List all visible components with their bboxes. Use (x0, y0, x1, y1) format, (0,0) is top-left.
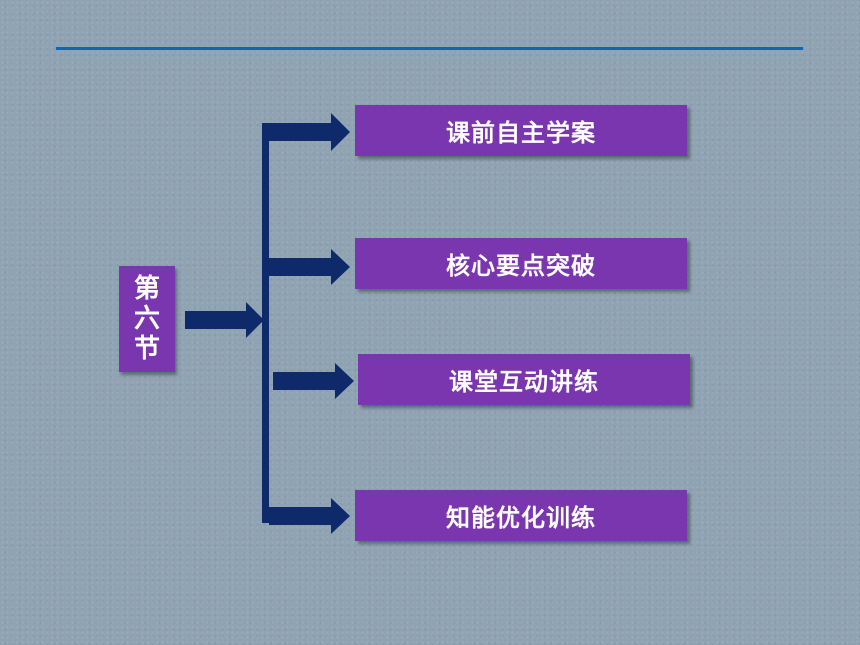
item-2-button[interactable]: 核心要点突破 (355, 238, 687, 289)
section-label: 第六节 (134, 274, 161, 364)
item-1-label: 课前自主学案 (446, 119, 596, 147)
top-divider-line (56, 47, 803, 50)
item-4-button[interactable]: 知能优化训练 (355, 490, 687, 541)
item-3-label: 课堂互动讲练 (449, 368, 599, 396)
item-3-button[interactable]: 课堂互动讲练 (358, 354, 690, 405)
item-1-button[interactable]: 课前自主学案 (355, 105, 687, 156)
vertical-spine (262, 123, 269, 523)
section-box: 第六节 (119, 266, 175, 372)
arrow-to-item-3 (273, 363, 354, 399)
item-4-label: 知能优化训练 (446, 504, 596, 532)
arrow-to-item-4 (262, 498, 350, 534)
arrow-to-item-1 (262, 113, 350, 151)
item-2-label: 核心要点突破 (446, 252, 596, 280)
arrow-to-item-2 (269, 249, 350, 285)
arrow-section-to-spine (185, 302, 264, 338)
